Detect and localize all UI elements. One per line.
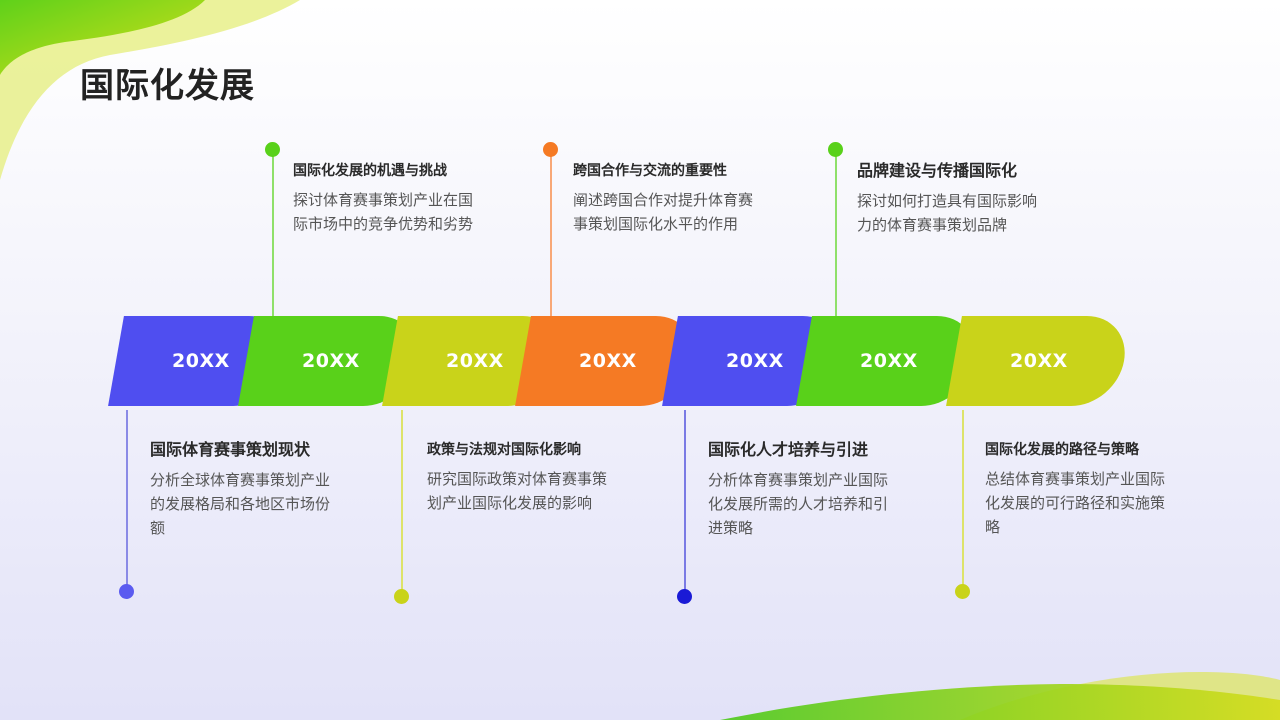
top-left-blob <box>0 0 205 75</box>
item-description: 分析体育赛事策划产业国际化发展所需的人才培养和引进策略 <box>708 471 889 537</box>
top-item-2: 跨国合作与交流的重要性 阐述跨国合作对提升体育赛事策划国际化水平的作用 <box>573 160 763 236</box>
item-description: 阐述跨国合作对提升体育赛事策划国际化水平的作用 <box>573 191 754 233</box>
top-item-3: 品牌建设与传播国际化 探讨如何打造具有国际影响力的体育赛事策划品牌 <box>857 157 1047 237</box>
timeline-dot <box>828 142 843 157</box>
bottom-right-blob <box>720 684 1280 720</box>
item-title: 国际化发展的机遇与挑战 <box>293 163 447 179</box>
item-title: 政策与法规对国际化影响 <box>427 442 581 458</box>
stem-bottom-4 <box>962 410 964 592</box>
bottom-item-4: 国际化发展的路径与策略 总结体育赛事策划产业国际化发展的可行路径和实施策略 <box>985 439 1175 539</box>
item-title: 国际化人才培养与引进 <box>708 440 869 459</box>
item-description: 探讨体育赛事策划产业在国际市场中的竞争优势和劣势 <box>293 191 474 233</box>
item-description: 研究国际政策对体育赛事策划产业国际化发展的影响 <box>427 470 608 512</box>
bottom-item-1: 国际体育赛事策划现状 分析全球体育赛事策划产业的发展格局和各地区市场份额 <box>150 436 340 540</box>
timeline-dot <box>394 589 409 604</box>
item-description: 总结体育赛事策划产业国际化发展的可行路径和实施策略 <box>985 470 1166 536</box>
item-title: 国际体育赛事策划现状 <box>150 440 311 459</box>
year-label: 20XX <box>302 350 360 372</box>
timeline-dot <box>119 584 134 599</box>
year-label: 20XX <box>1010 350 1068 372</box>
item-title: 品牌建设与传播国际化 <box>857 161 1018 180</box>
item-title: 跨国合作与交流的重要性 <box>573 163 727 179</box>
stem-top-1 <box>272 150 274 322</box>
bottom-item-2: 政策与法规对国际化影响 研究国际政策对体育赛事策划产业国际化发展的影响 <box>427 439 617 515</box>
stem-top-3 <box>835 150 837 326</box>
stem-bottom-3 <box>684 410 686 596</box>
stem-top-2 <box>550 150 552 326</box>
top-left-blob-light <box>0 0 300 180</box>
stem-bottom-2 <box>401 410 403 596</box>
item-title: 国际化发展的路径与策略 <box>985 442 1139 458</box>
year-pill: 20XX <box>946 316 1132 406</box>
item-description: 分析全球体育赛事策划产业的发展格局和各地区市场份额 <box>150 471 331 537</box>
top-item-1: 国际化发展的机遇与挑战 探讨体育赛事策划产业在国际市场中的竞争优势和劣势 <box>293 160 483 236</box>
year-label: 20XX <box>726 350 784 372</box>
timeline-dot <box>543 142 558 157</box>
year-label: 20XX <box>860 350 918 372</box>
stem-bottom-1 <box>126 410 128 592</box>
bottom-item-3: 国际化人才培养与引进 分析体育赛事策划产业国际化发展所需的人才培养和引进策略 <box>708 436 898 540</box>
timeline-dot <box>677 589 692 604</box>
timeline-dot <box>955 584 970 599</box>
year-label: 20XX <box>172 350 230 372</box>
item-description: 探讨如何打造具有国际影响力的体育赛事策划品牌 <box>857 192 1038 234</box>
timeline-dot <box>265 142 280 157</box>
year-label: 20XX <box>579 350 637 372</box>
year-label: 20XX <box>446 350 504 372</box>
page-title: 国际化发展 <box>80 66 255 106</box>
